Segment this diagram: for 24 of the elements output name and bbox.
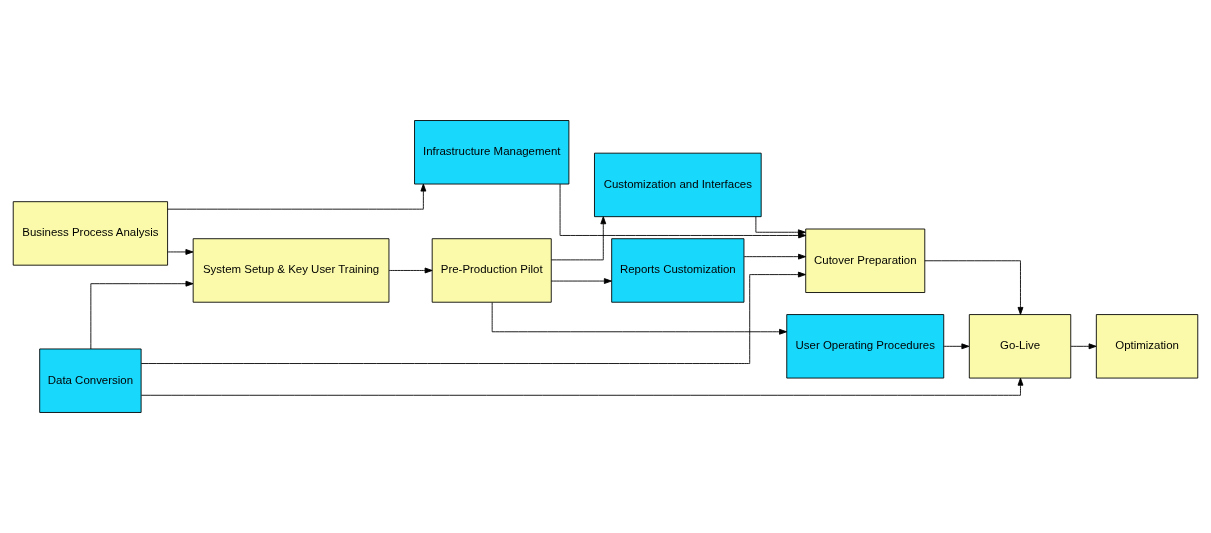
node-box: Business Process Analysis [12, 201, 168, 266]
arrow [90, 280, 194, 350]
arrow [1070, 343, 1097, 350]
node-box: Pre-Production Pilot [431, 238, 552, 303]
arrow [167, 249, 194, 255]
arrow [491, 302, 788, 335]
arrow [924, 260, 1024, 315]
node-box: System Setup & Key User Training [192, 238, 390, 303]
node-box: User Operating Procedures [786, 314, 945, 379]
arrow [943, 343, 970, 350]
node-box: Infrastructure Management [414, 120, 570, 185]
arrow [388, 267, 433, 274]
node-box: Customization and Interfaces [594, 152, 762, 218]
arrow [140, 271, 806, 364]
arrow [550, 216, 607, 261]
node-box: Go-Live [968, 314, 1072, 379]
node-box: Reports Customization [611, 238, 745, 303]
arrow [743, 253, 806, 260]
arrow [550, 278, 612, 284]
node-box: Data Conversion [39, 348, 142, 413]
arrow [140, 377, 1024, 396]
node-box: Optimization [1095, 314, 1199, 379]
node-box: Cutover Preparation [805, 228, 926, 293]
arrow [167, 183, 427, 210]
